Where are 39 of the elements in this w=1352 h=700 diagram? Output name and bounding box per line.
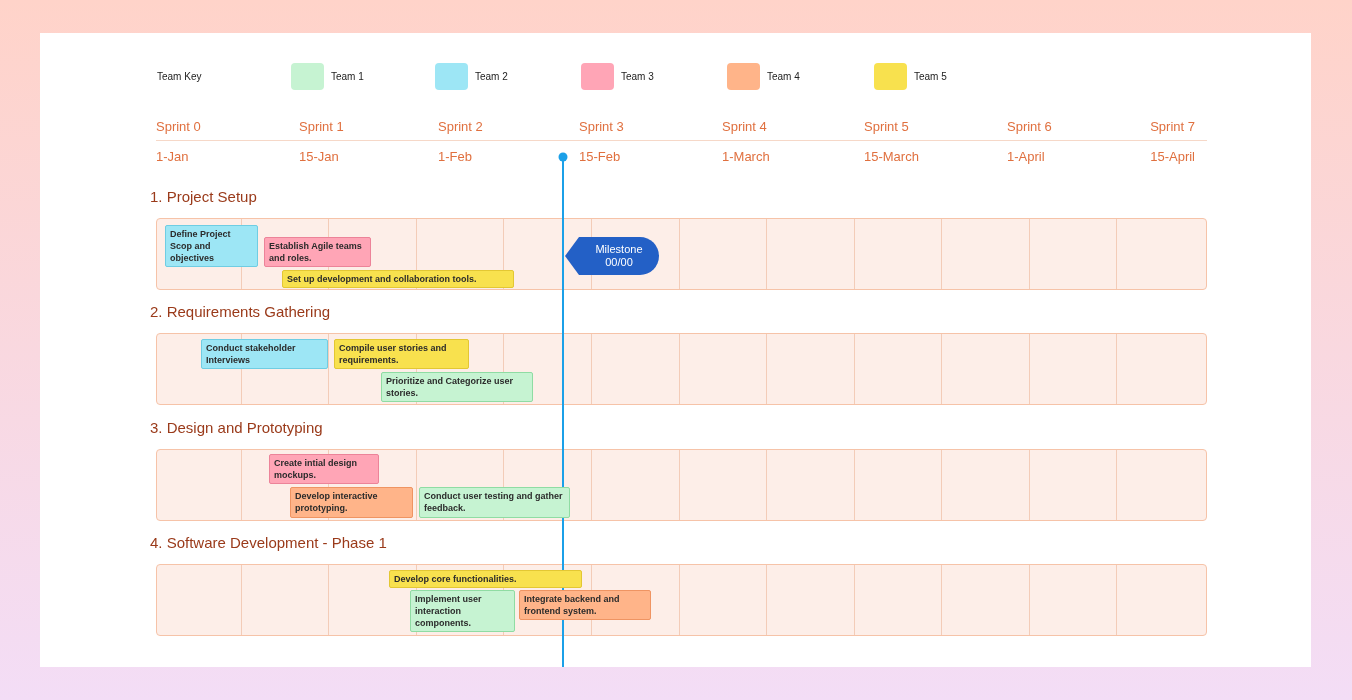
sprint-label: Sprint 0: [156, 119, 201, 134]
task-bar: Conduct stakeholder Interviews: [201, 339, 328, 369]
date-label: 15-March: [864, 149, 919, 164]
task-bar: Compile user stories and requirements.: [334, 339, 469, 369]
legend-label: Team 5: [914, 71, 947, 82]
milestone-tag: Milestone 00/00: [565, 237, 659, 275]
date-label: 15-April: [1150, 149, 1195, 164]
phase-heading: 4. Software Development - Phase 1: [150, 534, 387, 551]
task-bar: Prioritize and Categorize user stories.: [381, 372, 533, 402]
legend-label: Team 3: [621, 71, 654, 82]
date-label: 15-Jan: [299, 149, 339, 164]
task-bar: Implement user interaction components.: [410, 590, 515, 632]
phase-heading: 1. Project Setup: [150, 188, 257, 205]
task-bar: Conduct user testing and gather feedback.: [419, 487, 570, 518]
date-label: 1-Jan: [156, 149, 189, 164]
sprint-label: Sprint 2: [438, 119, 483, 134]
date-label: 1-March: [722, 149, 770, 164]
date-label: 1-April: [1007, 149, 1045, 164]
sprint-label: Sprint 4: [722, 119, 767, 134]
task-bar: Develop core functionalities.: [389, 570, 582, 588]
legend-title: Team Key: [157, 71, 202, 82]
sprint-label: Sprint 7: [1150, 119, 1195, 134]
sprint-label: Sprint 1: [299, 119, 344, 134]
legend-label: Team 4: [767, 71, 800, 82]
date-label: 1-Feb: [438, 149, 472, 164]
phase-heading: 3. Design and Prototyping: [150, 419, 323, 436]
task-bar: Develop interactive prototyping.: [290, 487, 413, 518]
task-bar: Create intial design mockups.: [269, 454, 379, 484]
legend-label: Team 1: [331, 71, 364, 82]
task-bar: Define Project Scop and objectives: [165, 225, 258, 267]
sprint-label: Sprint 3: [579, 119, 624, 134]
task-bar: Establish Agile teams and roles.: [264, 237, 371, 267]
task-bar: Set up development and collaboration tools.: [282, 270, 514, 288]
sprint-label: Sprint 6: [1007, 119, 1052, 134]
sprint-label: Sprint 5: [864, 119, 909, 134]
phase-heading: 2. Requirements Gathering: [150, 303, 331, 320]
date-label: 15-Feb: [579, 149, 621, 164]
legend-label: Team 2: [475, 71, 508, 82]
task-bar: Integrate backend and frontend system.: [519, 590, 651, 620]
